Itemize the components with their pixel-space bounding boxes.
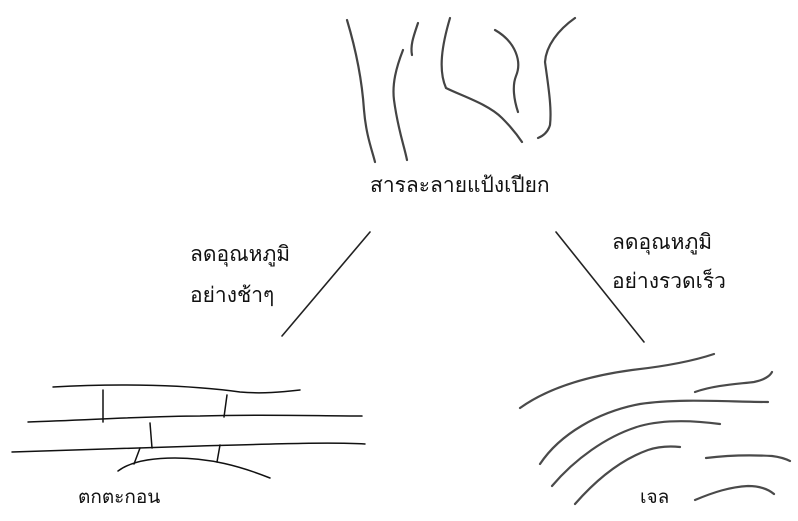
gel-strand [552,421,720,486]
starch-strand [538,18,575,138]
gel-strands [520,354,790,504]
cross-link [150,423,152,448]
starch-strand [442,18,522,142]
cross-link [217,445,220,462]
starch-solution-label: สารละลายแป้งเปียก [370,175,550,196]
precipitate-label: ตกตะกอน [78,488,160,507]
gel-strand [695,486,774,500]
fast-cooling-label-line2: อย่างรวดเร็ว [612,271,726,292]
arrow-slow-cooling [282,232,370,336]
starch-strand [411,23,418,55]
cross-link [224,395,227,417]
precipitate-network [12,385,365,478]
retrograded-chain [53,385,300,393]
gel-strand [540,401,768,464]
retrograded-chain [12,443,365,452]
starch-strand [347,20,375,162]
dissolved-starch-strands [347,18,575,162]
gel-strand [695,372,772,392]
gel-strand [706,455,790,461]
retrograded-chain [28,415,362,422]
fast-cooling-label-line1: ลดอุณหภูมิ [612,232,712,253]
starch-strand [495,30,518,112]
slow-cooling-label-line1: ลดอุณหภูมิ [190,244,290,265]
gel-label: เจล [640,488,669,507]
retrograded-chain [118,458,270,478]
starch-strand [393,50,407,160]
slow-cooling-label-line2: อย่างช้าๆ [190,285,274,306]
